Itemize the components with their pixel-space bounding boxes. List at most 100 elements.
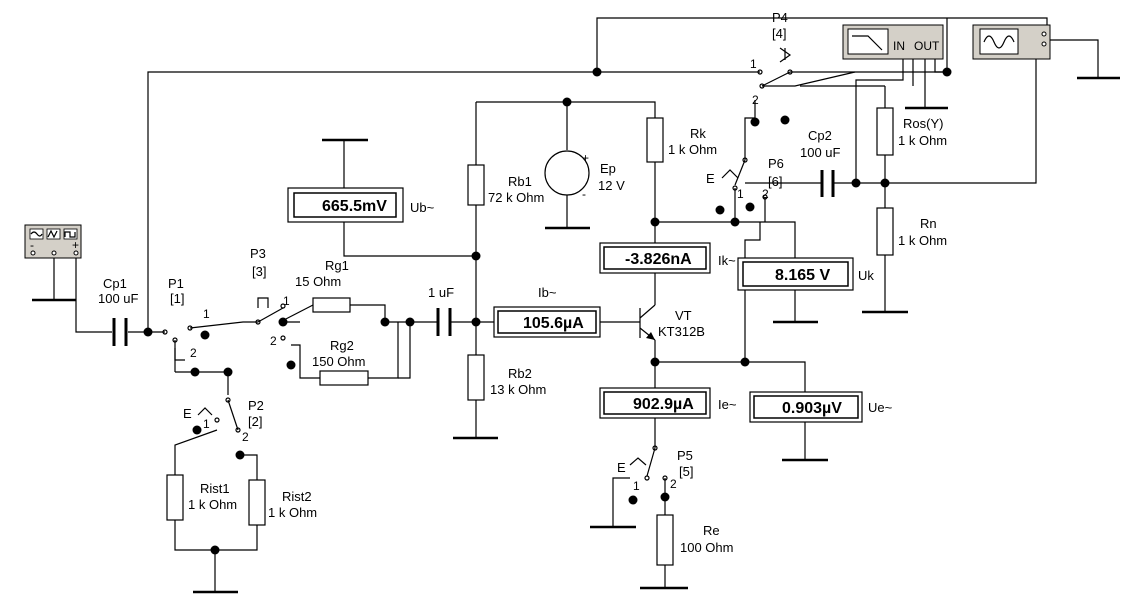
resistors bbox=[166, 107, 894, 566]
cp2-name: Cp2 bbox=[808, 128, 832, 143]
dc-source-ep: + - bbox=[544, 150, 590, 201]
rb1-value: 72 k Ohm bbox=[488, 190, 544, 205]
ground-symbols bbox=[32, 76, 1120, 594]
p1-key: [1] bbox=[170, 291, 184, 306]
rb2-value: 13 k Ohm bbox=[490, 382, 546, 397]
fg-minus: - bbox=[30, 238, 34, 252]
rn-name: Rn bbox=[920, 216, 937, 231]
bode-out-label: OUT bbox=[914, 39, 940, 53]
rb2-resistor bbox=[467, 354, 485, 401]
uk-reading: 8.165 V bbox=[775, 267, 830, 284]
meter-ub: 665.5mV bbox=[287, 187, 404, 223]
ik-reading: -3.826nA bbox=[625, 251, 692, 268]
rk-resistor bbox=[646, 117, 664, 163]
rg2-name: Rg2 bbox=[330, 338, 354, 353]
p4-pin1: 1 bbox=[750, 57, 757, 71]
p5-pin2: 2 bbox=[670, 477, 677, 491]
cp1-value: 100 uF bbox=[98, 291, 139, 306]
meter-uk: 8.165 V bbox=[737, 257, 854, 291]
uk-label: Uk bbox=[858, 268, 874, 283]
re-value: 100 Ohm bbox=[680, 540, 733, 555]
cp1-name: Cp1 bbox=[103, 276, 127, 291]
p1-pin1: 1 bbox=[203, 307, 210, 321]
p5-toggle: E bbox=[617, 460, 626, 475]
wires bbox=[53, 17, 1099, 592]
p4-pin2: 2 bbox=[752, 93, 759, 107]
meter-ue: 0.903µV bbox=[749, 391, 863, 423]
rist1-resistor bbox=[166, 474, 184, 521]
ep-value: 12 V bbox=[598, 178, 625, 193]
rb1-resistor bbox=[467, 164, 485, 206]
meter-ie: 902.9µA bbox=[599, 387, 711, 419]
p6-pin1: 1 bbox=[737, 187, 744, 201]
bode-in-label: IN bbox=[893, 39, 905, 53]
rist2-name: Rist2 bbox=[282, 489, 312, 504]
p2-pin1: 1 bbox=[203, 417, 210, 431]
p3-name: P3 bbox=[250, 246, 266, 261]
rist1-value: 1 k Ohm bbox=[188, 497, 237, 512]
p3-pin1: 1 bbox=[283, 294, 290, 308]
p5-name: P5 bbox=[677, 448, 693, 463]
p2-key: [2] bbox=[248, 414, 262, 429]
switch-contacts bbox=[162, 47, 793, 481]
ep-plus: + bbox=[582, 151, 589, 165]
rg1-value: 15 Ohm bbox=[295, 274, 341, 289]
ub-reading: 665.5mV bbox=[322, 198, 387, 215]
p2-pin2: 2 bbox=[242, 430, 249, 444]
rist2-value: 1 k Ohm bbox=[268, 505, 317, 520]
function-generator[interactable]: - + bbox=[24, 224, 82, 259]
ros-name: Ros(Y) bbox=[903, 116, 943, 131]
p5-key: [5] bbox=[679, 464, 693, 479]
rb2-name: Rb2 bbox=[508, 366, 532, 381]
ie-reading: 902.9µA bbox=[633, 396, 694, 413]
ie-label: Ie~ bbox=[718, 397, 737, 412]
meter-ik: -3.826nA bbox=[599, 242, 711, 274]
rg2-resistor bbox=[319, 370, 369, 386]
ib-reading: 105.6µA bbox=[523, 315, 584, 332]
bode-plotter[interactable]: IN OUT bbox=[842, 24, 944, 60]
ib-label: Ib~ bbox=[538, 285, 557, 300]
rn-value: 1 k Ohm bbox=[898, 233, 947, 248]
p6-toggle: E bbox=[706, 171, 715, 186]
vt-name: VT bbox=[675, 308, 692, 323]
rg1-name: Rg1 bbox=[325, 258, 349, 273]
ik-label: Ik~ bbox=[718, 253, 736, 268]
p6-pin2: 2 bbox=[762, 187, 769, 201]
re-name: Re bbox=[703, 523, 720, 538]
rg2-value: 150 Ohm bbox=[312, 354, 365, 369]
ros-value: 1 k Ohm bbox=[898, 133, 947, 148]
p2-toggle: E bbox=[183, 406, 192, 421]
p4-key: [4] bbox=[772, 26, 786, 41]
rist2-resistor bbox=[248, 479, 266, 526]
p3-key: [3] bbox=[252, 264, 266, 279]
ep-minus: - bbox=[582, 187, 586, 201]
rn-resistor bbox=[876, 207, 894, 256]
oscilloscope[interactable] bbox=[972, 24, 1051, 60]
rk-name: Rk bbox=[690, 126, 706, 141]
re-resistor bbox=[656, 514, 674, 566]
ep-name: Ep bbox=[600, 161, 616, 176]
rg1-resistor bbox=[312, 297, 351, 313]
p5-pin1: 1 bbox=[633, 479, 640, 493]
ue-label: Ue~ bbox=[868, 400, 893, 415]
rk-value: 1 k Ohm bbox=[668, 142, 717, 157]
cp2-value: 100 uF bbox=[800, 145, 841, 160]
junction-dots bbox=[143, 67, 952, 555]
rist1-name: Rist1 bbox=[200, 481, 230, 496]
rb1-name: Rb1 bbox=[508, 174, 532, 189]
ub-label: Ub~ bbox=[410, 200, 435, 215]
ue-reading: 0.903µV bbox=[782, 400, 842, 417]
p6-name: P6 bbox=[768, 156, 784, 171]
fg-plus: + bbox=[72, 238, 79, 252]
transistor-vt bbox=[639, 304, 656, 341]
p4-name: P4 bbox=[772, 10, 788, 25]
p1-pin2: 2 bbox=[190, 346, 197, 360]
capacitors bbox=[112, 170, 835, 346]
ros-resistor bbox=[876, 107, 894, 156]
p2-name: P2 bbox=[248, 398, 264, 413]
p1-name: P1 bbox=[168, 276, 184, 291]
p6-key: [6] bbox=[768, 174, 782, 189]
meter-ib: 105.6µA bbox=[493, 306, 601, 338]
vt-value: KT312B bbox=[658, 324, 705, 339]
